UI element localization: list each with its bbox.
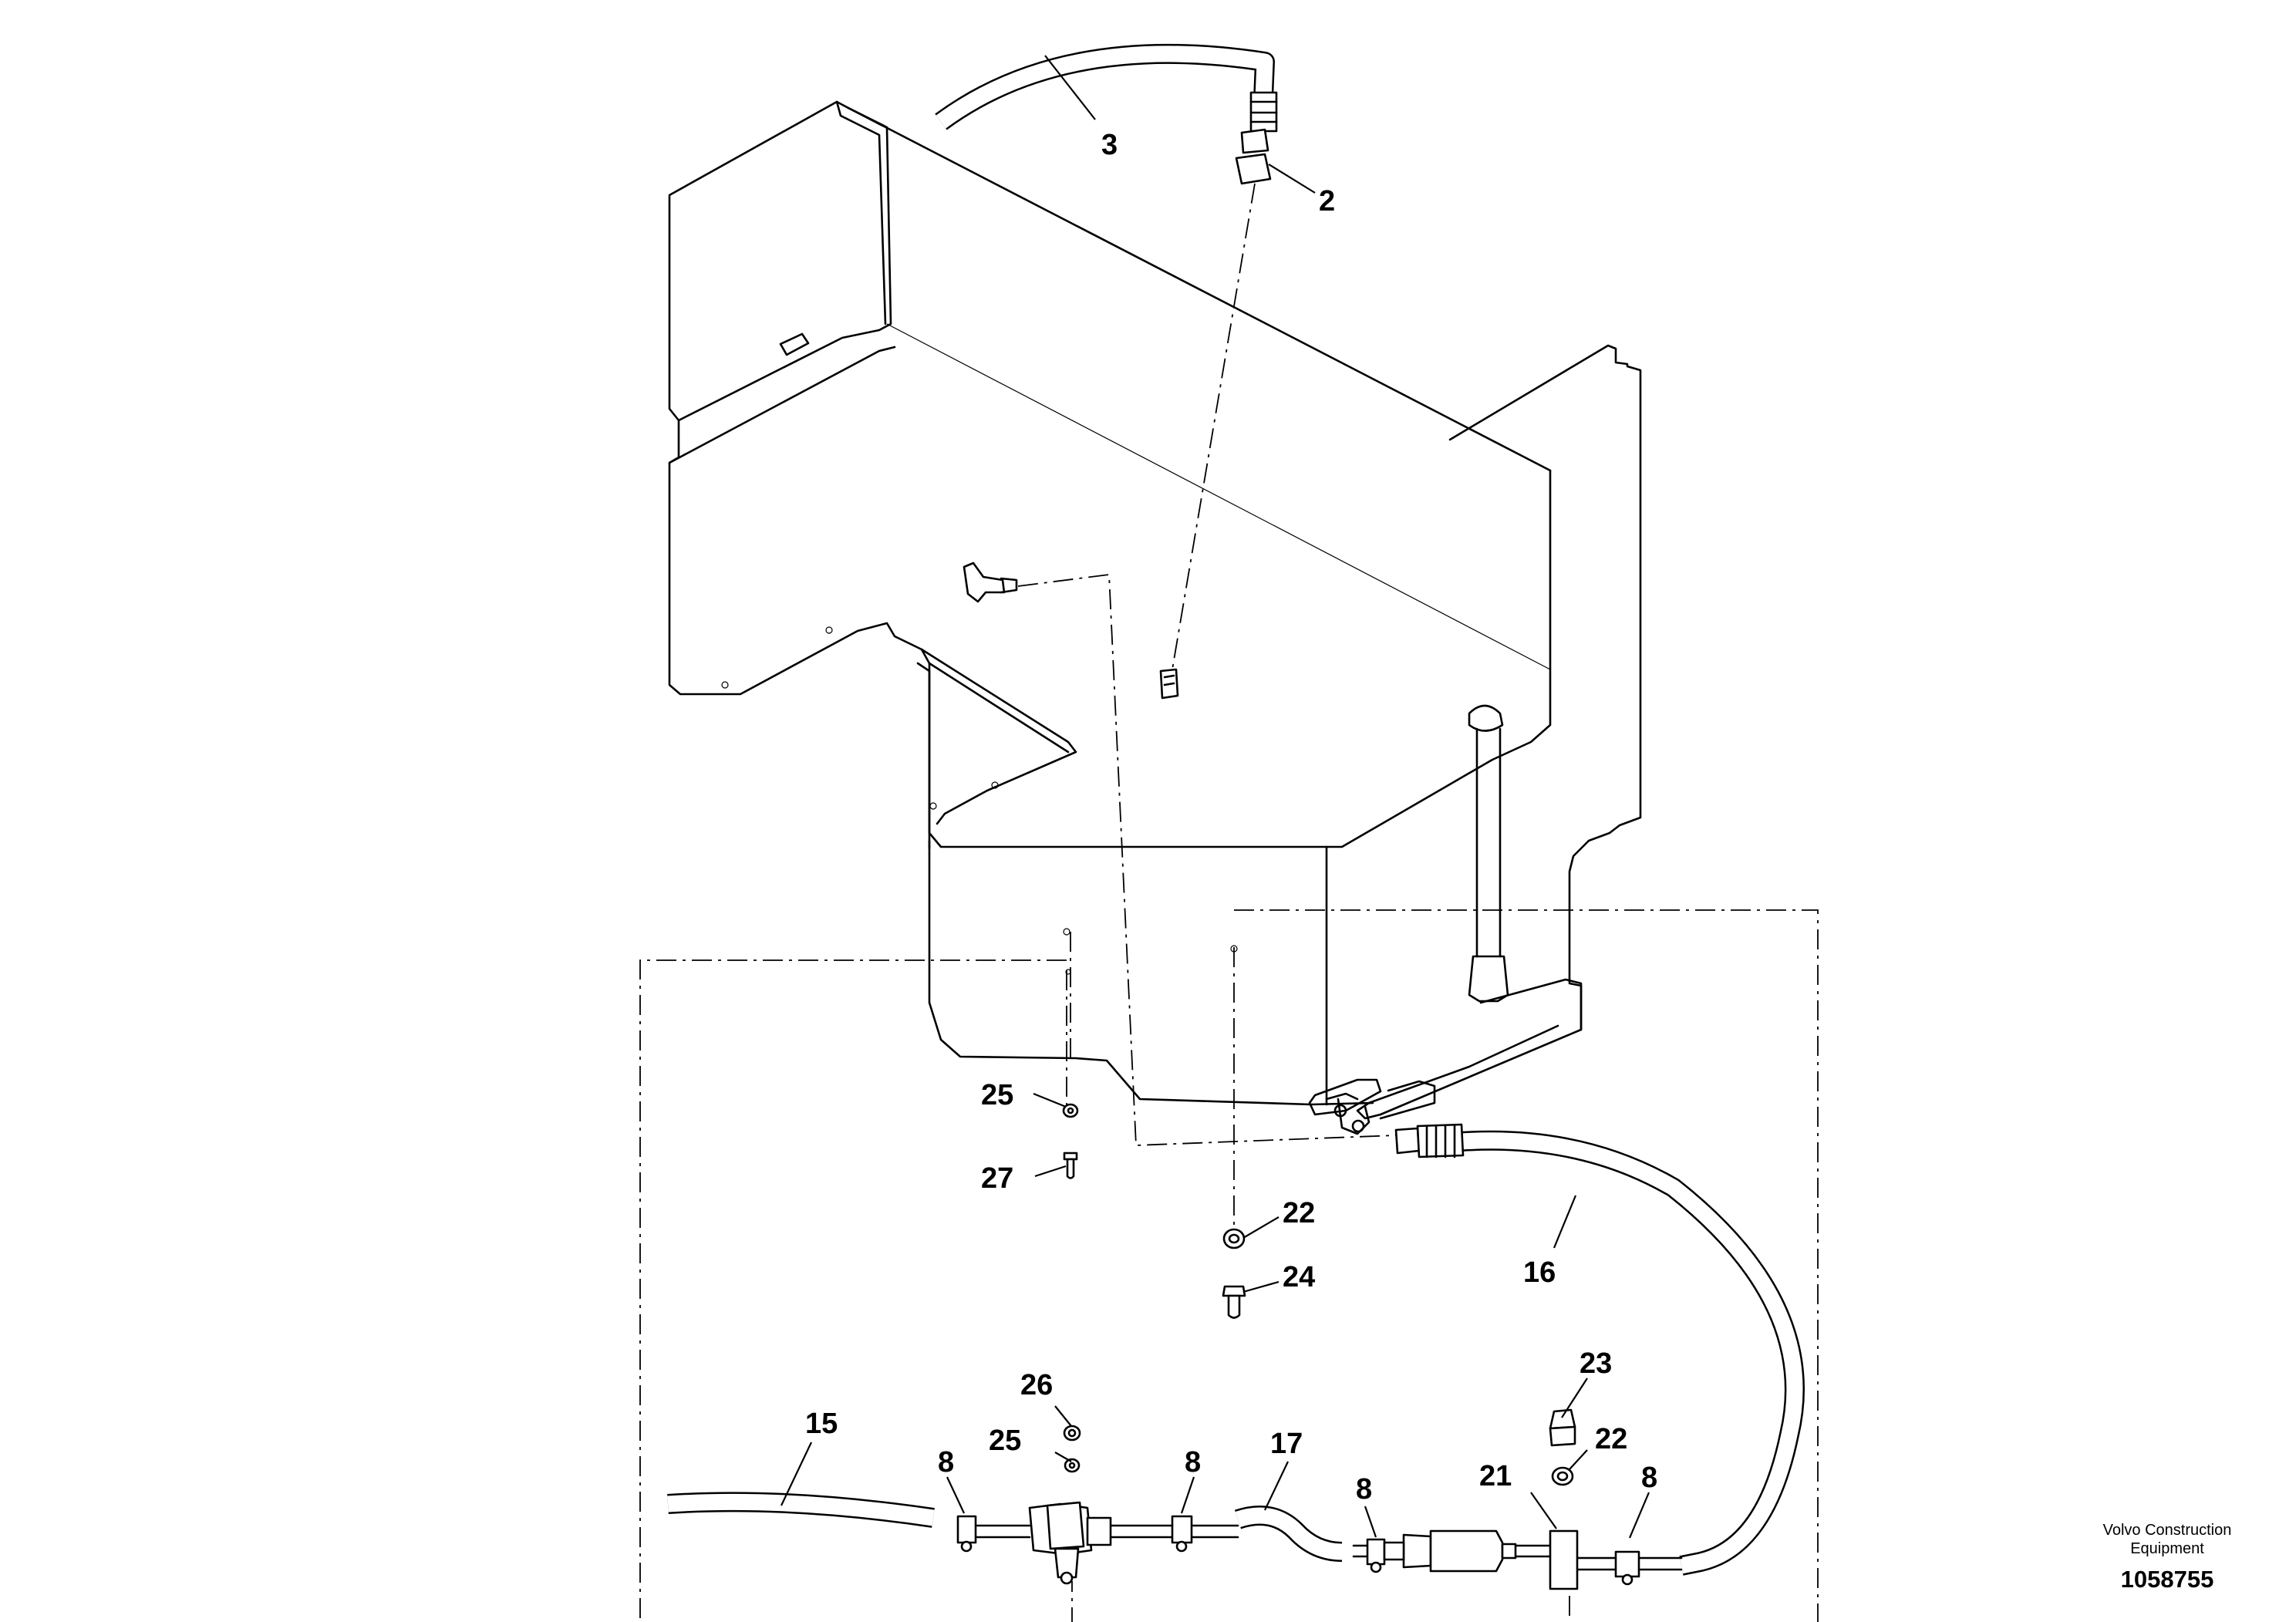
clamp-8c bbox=[1366, 1538, 1386, 1573]
callout-15: 15 bbox=[805, 1408, 838, 1440]
callout-8-right: 8 bbox=[1641, 1462, 1657, 1494]
brand-line-1: Volvo Construction bbox=[2103, 1522, 2232, 1539]
hose-3 bbox=[935, 43, 1278, 133]
leader-lines bbox=[781, 55, 1650, 1539]
callout-2: 2 bbox=[1319, 185, 1335, 218]
callout-23: 23 bbox=[1580, 1347, 1612, 1380]
fitting-2 bbox=[1235, 128, 1272, 185]
bolt-24 bbox=[1222, 1285, 1246, 1319]
document-number: 1058755 bbox=[2121, 1566, 2214, 1593]
washer-22-lower bbox=[1551, 1466, 1574, 1486]
callout-8-left: 8 bbox=[938, 1446, 954, 1479]
callout-8-filter: 8 bbox=[1356, 1473, 1372, 1506]
brand-line-2: Equipment bbox=[2130, 1540, 2204, 1557]
clamp-8d bbox=[1614, 1550, 1640, 1586]
hose-15 bbox=[667, 1492, 935, 1528]
pipe-segment bbox=[1190, 1524, 1239, 1539]
washer-22-upper bbox=[1222, 1228, 1246, 1249]
callout-22-upper: 22 bbox=[1283, 1197, 1315, 1229]
callout-17: 17 bbox=[1270, 1428, 1303, 1460]
callout-24: 24 bbox=[1283, 1261, 1315, 1293]
washer-25-upper bbox=[1062, 1103, 1079, 1118]
tank-cover-assembly bbox=[668, 100, 1642, 1135]
bolt-27 bbox=[1063, 1152, 1078, 1179]
hose-16 bbox=[1394, 1123, 1805, 1576]
pipe-segment bbox=[1512, 1544, 1552, 1558]
clamp-8b bbox=[1171, 1515, 1193, 1553]
callout-16: 16 bbox=[1523, 1256, 1556, 1289]
callout-labels: 3 2 25 27 22 24 16 23 22 21 8 15 8 26 25… bbox=[805, 129, 1657, 1506]
nut-26 bbox=[1063, 1425, 1081, 1442]
clamp-8a bbox=[956, 1515, 977, 1553]
callout-25-lower: 25 bbox=[989, 1425, 1021, 1457]
title-block: Volvo Construction Equipment 1058755 bbox=[2103, 1522, 2232, 1593]
callout-22-lower: 22 bbox=[1595, 1423, 1627, 1455]
callout-21: 21 bbox=[1479, 1460, 1512, 1492]
fuel-pump bbox=[1028, 1501, 1112, 1585]
pipe-segment bbox=[1637, 1556, 1683, 1571]
washer-25-lower bbox=[1064, 1458, 1081, 1473]
pipe-segment bbox=[974, 1524, 1031, 1539]
pipe-segment bbox=[1109, 1524, 1174, 1539]
callout-26: 26 bbox=[1020, 1369, 1053, 1401]
cap-23 bbox=[1549, 1408, 1576, 1447]
callout-25-upper: 25 bbox=[981, 1079, 1013, 1111]
callout-8-middle: 8 bbox=[1185, 1446, 1201, 1479]
callout-27: 27 bbox=[981, 1162, 1013, 1195]
hose-17 bbox=[1234, 1506, 1343, 1562]
fuel-filter bbox=[1383, 1529, 1517, 1573]
pipe-segment bbox=[1576, 1556, 1617, 1571]
phantom-lines bbox=[639, 183, 1819, 1622]
tee-block-21 bbox=[1549, 1529, 1579, 1590]
callout-3: 3 bbox=[1101, 129, 1118, 161]
